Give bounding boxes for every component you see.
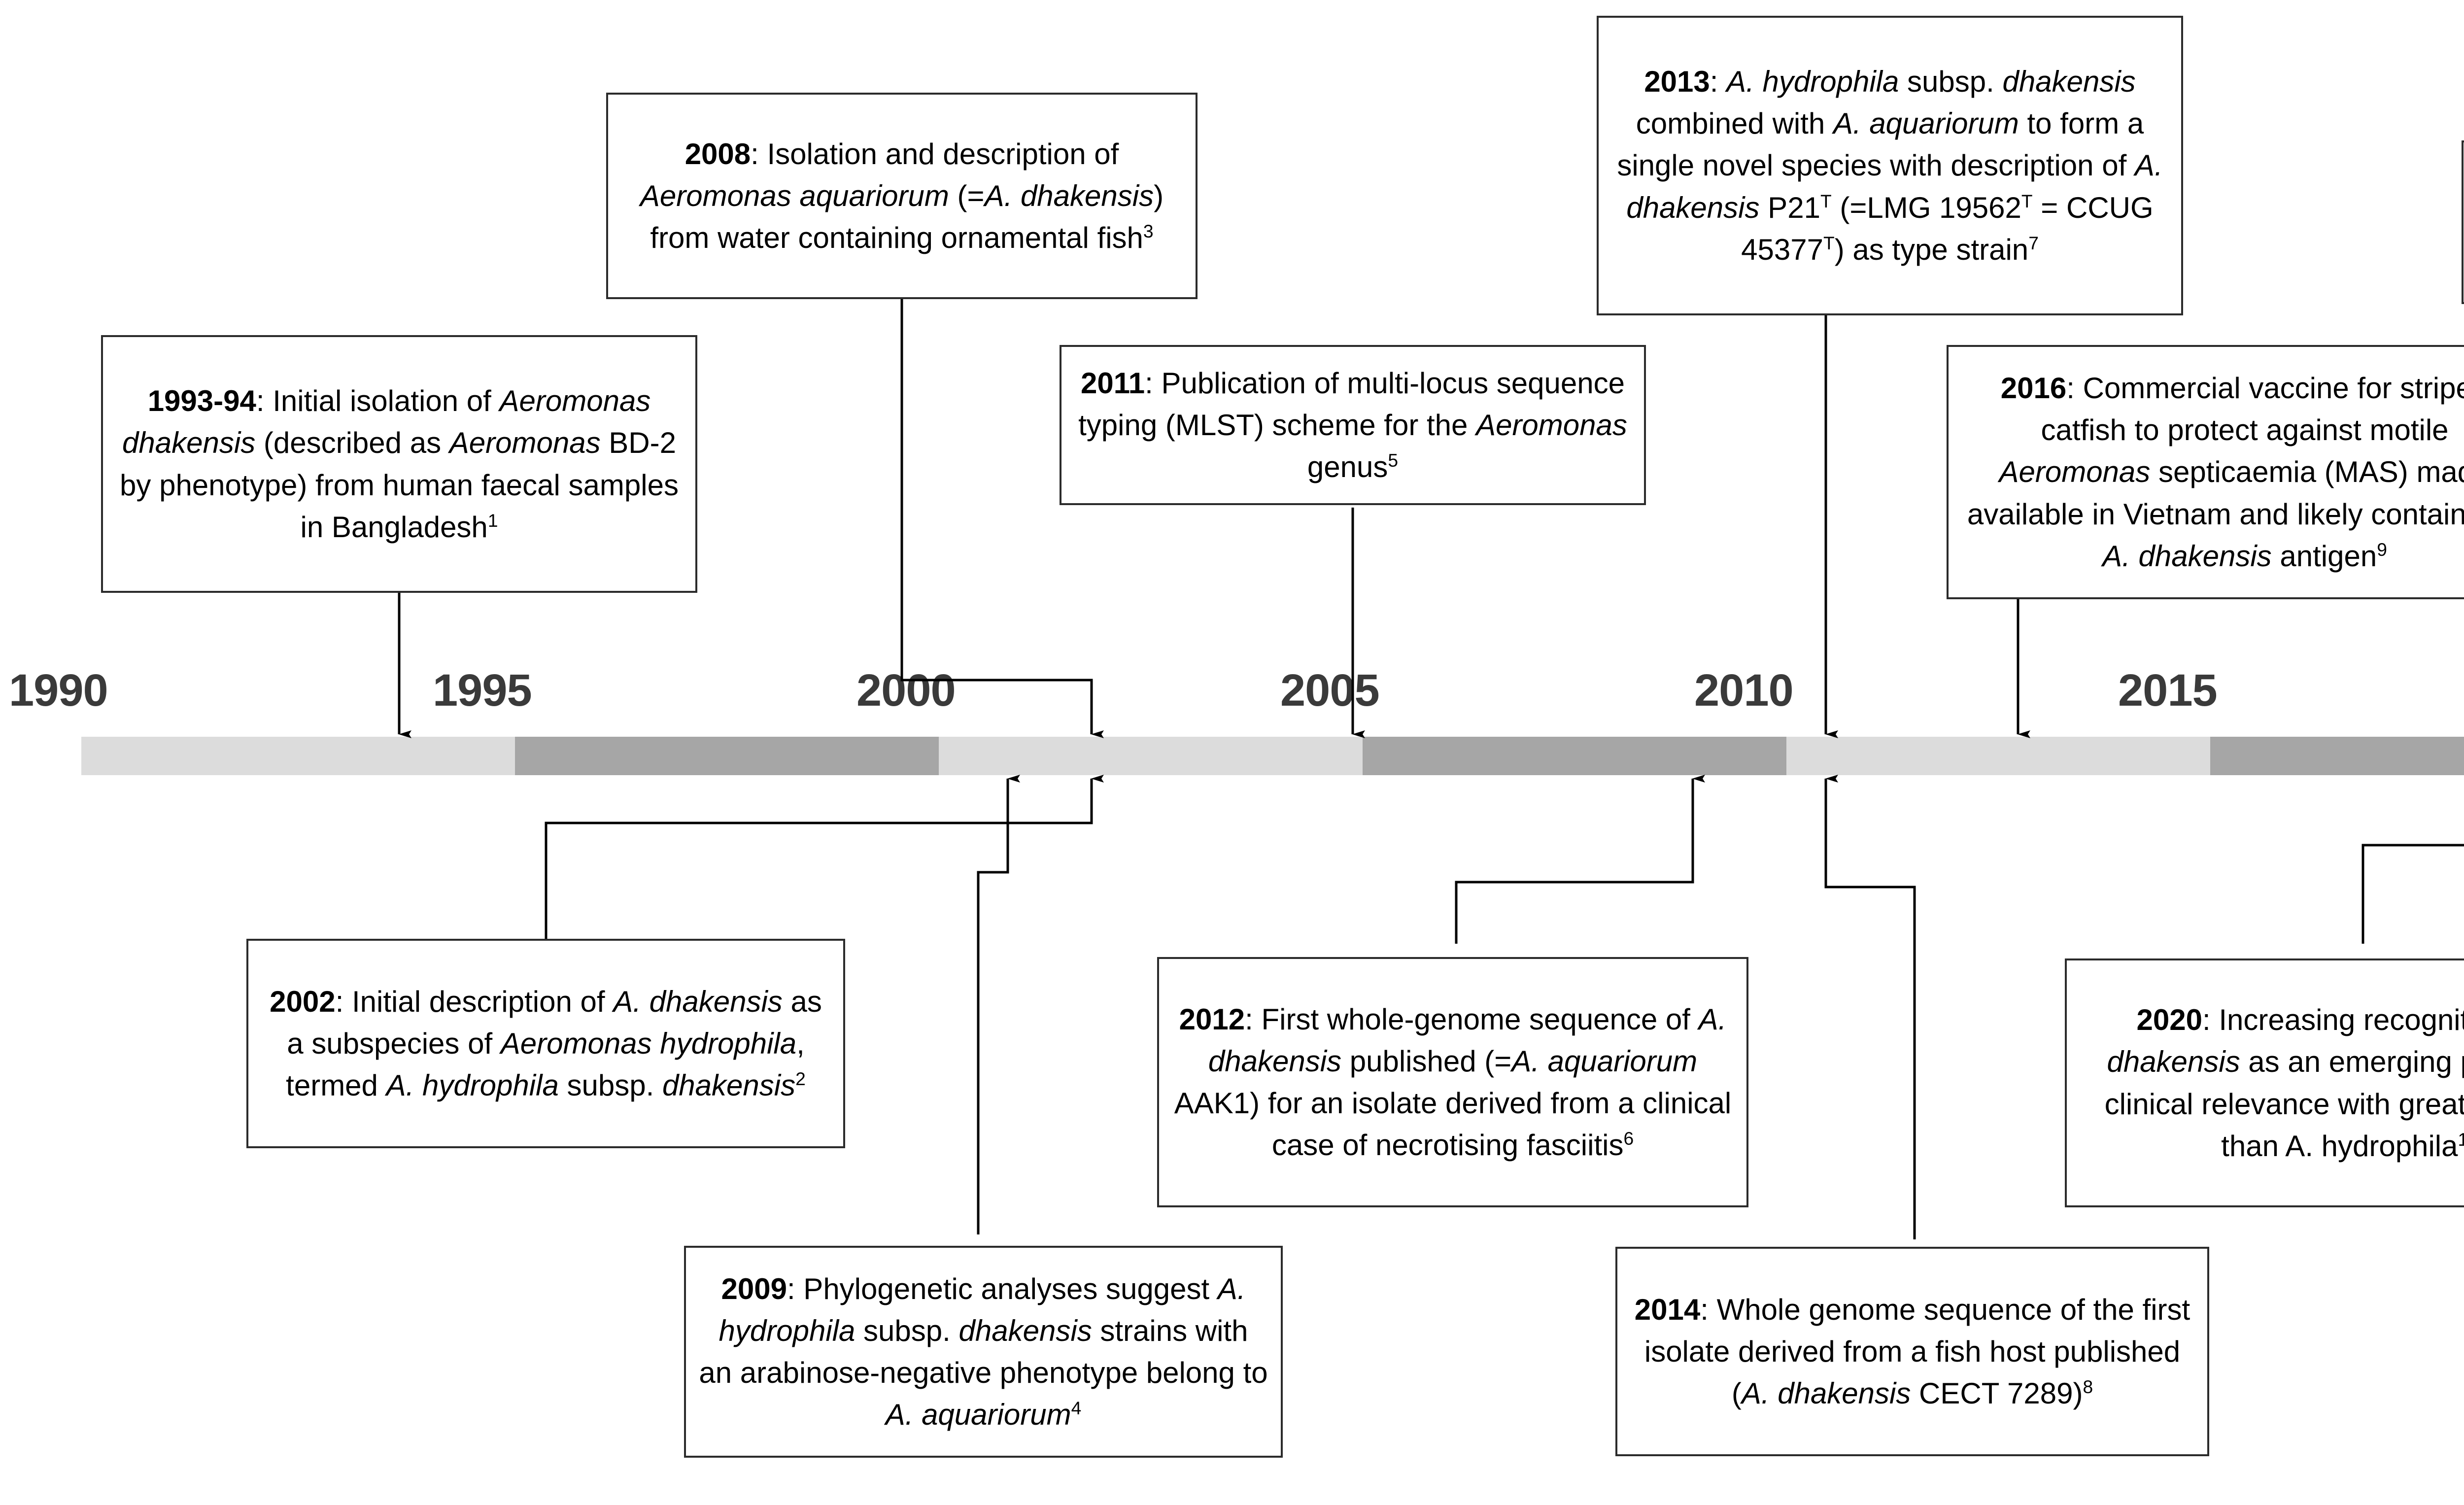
year-label-2010: 2010 [1694,665,1794,716]
event-box-2020[interactable]: 2020: Increasing recognition for A. dhak… [2065,958,2464,1207]
event-text-2012: 2012: First whole-genome sequence of A. … [1174,1002,1732,1162]
timeline-segment-1995-2000 [515,737,939,775]
connector-2002 [545,775,1104,939]
connector-2012 [1455,775,1705,944]
year-label-2005: 2005 [1280,665,1380,716]
event-box-2009[interactable]: 2009: Phylogenetic analyses suggest A. h… [684,1246,1283,1458]
event-text-2009: 2009: Phylogenetic analyses suggest A. h… [699,1272,1268,1432]
event-text-2008: 2008: Isolation and description of Aerom… [640,137,1164,255]
timeline-bar [81,737,2464,775]
event-text-2014: 2014: Whole genome sequence of the first… [1634,1293,2190,1410]
connector-2014 [1824,775,1916,1239]
year-label-2000: 2000 [856,665,956,716]
event-text-2011: 2011: Publication of multi-locus sequenc… [1078,366,1627,484]
event-text-2002: 2002: Initial description of A. dhakensi… [270,985,822,1102]
event-box-2011[interactable]: 2011: Publication of multi-locus sequenc… [1060,345,1646,505]
year-label-1995: 1995 [433,665,532,716]
event-box-2002[interactable]: 2002: Initial description of A. dhakensi… [246,939,845,1148]
event-text-1993: 1993-94: Initial isolation of Aeromonas … [120,384,679,544]
event-box-2016[interactable]: 2016: Commercial vaccine for striped cat… [1947,345,2464,599]
event-box-2008[interactable]: 2008: Isolation and description of Aerom… [606,93,1198,299]
event-box-2014[interactable]: 2014: Whole genome sequence of the first… [1615,1247,2209,1456]
year-label-1990: 1990 [9,665,108,716]
event-box-1993[interactable]: 1993-94: Initial isolation of Aeromonas … [101,335,697,593]
event-box-2013[interactable]: 2013: A. hydrophila subsp. dhakensis com… [1597,16,2183,315]
connector-2020 [2361,844,2464,944]
event-text-2013: 2013: A. hydrophila subsp. dhakensis com… [1617,65,2163,266]
timeline-segment-2015-2020 [2210,737,2464,775]
event-text-2016: 2016: Commercial vaccine for striped cat… [1967,372,2464,573]
event-text-2020: 2020: Increasing recognition for A. dhak… [2104,1003,2464,1163]
event-box-2012[interactable]: 2012: First whole-genome sequence of A. … [1157,957,1748,1207]
connector-2009 [977,775,1020,1234]
connector-2008 [900,299,1104,738]
timeline-segment-2005-2010 [1363,737,1786,775]
year-label-2015: 2015 [2118,665,2218,716]
